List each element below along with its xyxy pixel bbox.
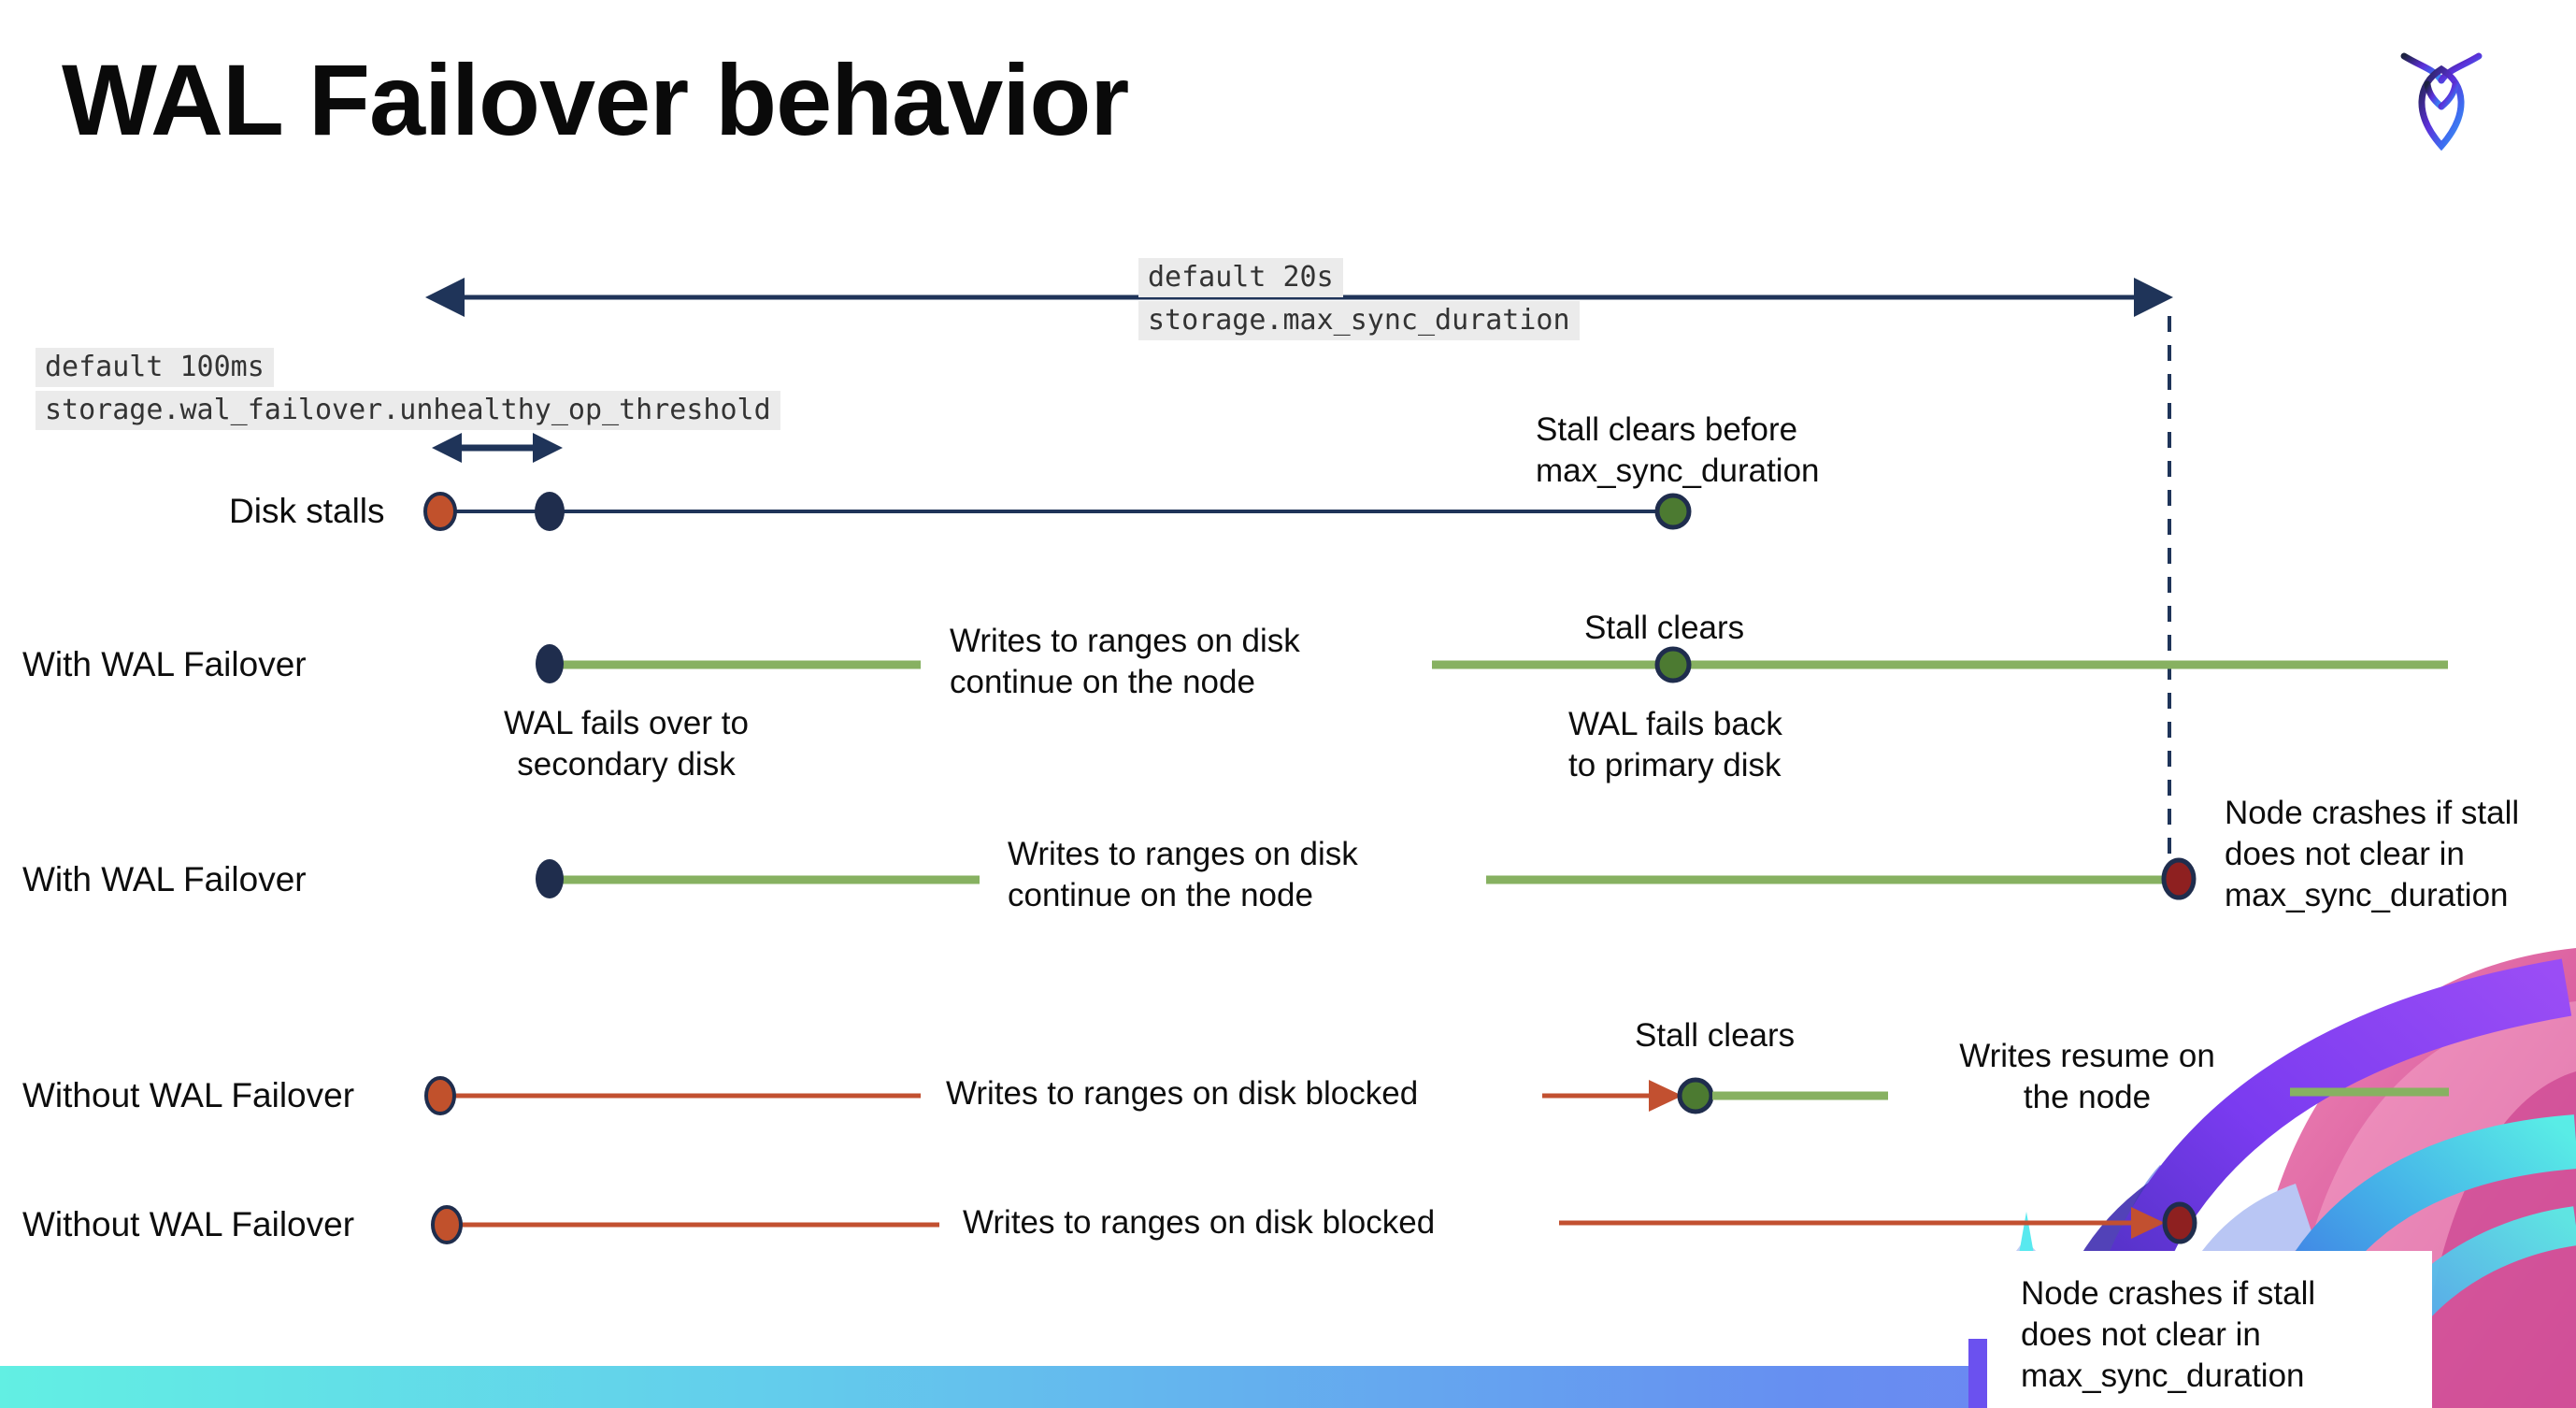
arrow-head-right-icon bbox=[533, 433, 563, 463]
annotation-node-crashes-1: Node crashes if stall does not clear in … bbox=[2225, 795, 2520, 913]
row3-failover-dot bbox=[536, 859, 564, 898]
row4-stall-clears-dot bbox=[1677, 1077, 1714, 1114]
arrow-head-left-icon bbox=[432, 433, 462, 463]
row2-stall-clears-dot bbox=[1654, 646, 1692, 683]
annotation-stall-clears-before: Stall clears before max_sync_duration bbox=[1536, 411, 1820, 489]
row4-red-arrow-head-icon bbox=[1649, 1080, 1682, 1112]
row1-stall-clears-dot bbox=[1654, 493, 1692, 530]
row1-stall-start-dot bbox=[423, 492, 457, 531]
crash-callout-box: Node crashes if stall does not clear in … bbox=[1987, 1251, 2432, 1408]
annotation-wal-fails-back: WAL fails back to primary disk bbox=[1568, 706, 1782, 783]
unhealthy-setting-chip: storage.wal_failover.unhealthy_op_thresh… bbox=[36, 391, 780, 430]
cockroachdb-logo-icon bbox=[2400, 52, 2483, 151]
max-sync-setting-chip: storage.max_sync_duration bbox=[1138, 301, 1580, 340]
row-label-without-wal-failover-2: Without WAL Failover bbox=[22, 1205, 355, 1243]
row2-failover-dot bbox=[536, 644, 564, 683]
row5-crash-dot bbox=[2162, 1201, 2197, 1244]
row1-threshold-dot bbox=[535, 492, 565, 531]
row5-red-arrow-head-icon bbox=[2131, 1207, 2165, 1239]
annotation-stall-clears-2: Stall clears bbox=[1635, 1017, 1796, 1054]
annotation-writes-blocked-2: Writes to ranges on disk blocked bbox=[963, 1204, 1436, 1241]
arrow-head-right-icon bbox=[2134, 278, 2173, 317]
annotation-wal-fails-over: WAL fails over to secondary disk bbox=[504, 705, 749, 783]
row-label-disk-stalls: Disk stalls bbox=[229, 492, 385, 530]
annotation-writes-resume: Writes resume on the node bbox=[1959, 1038, 2215, 1115]
row4-stall-start-dot bbox=[424, 1076, 456, 1115]
annotation-writes-continue-2: Writes to ranges on disk continue on the… bbox=[1008, 836, 1358, 913]
arrow-head-left-icon bbox=[425, 278, 465, 317]
row-label-with-wal-failover-1: With WAL Failover bbox=[22, 645, 307, 683]
annotation-writes-continue-1: Writes to ranges on disk continue on the… bbox=[950, 623, 1300, 700]
annotation-node-crashes-2: Node crashes if stall does not clear in … bbox=[2021, 1275, 2316, 1394]
annotation-stall-clears-1: Stall clears bbox=[1584, 610, 1745, 646]
unhealthy-default-chip: default 100ms bbox=[36, 348, 274, 387]
row5-stall-start-dot bbox=[431, 1205, 463, 1244]
max-sync-default-chip: default 20s bbox=[1138, 258, 1343, 297]
row3-crash-dot bbox=[2161, 857, 2197, 900]
annotation-writes-blocked-1: Writes to ranges on disk blocked bbox=[946, 1075, 1419, 1112]
row-label-with-wal-failover-2: With WAL Failover bbox=[22, 860, 307, 898]
page-title: WAL Failover behavior bbox=[62, 43, 1129, 156]
row-label-without-wal-failover-1: Without WAL Failover bbox=[22, 1076, 355, 1114]
